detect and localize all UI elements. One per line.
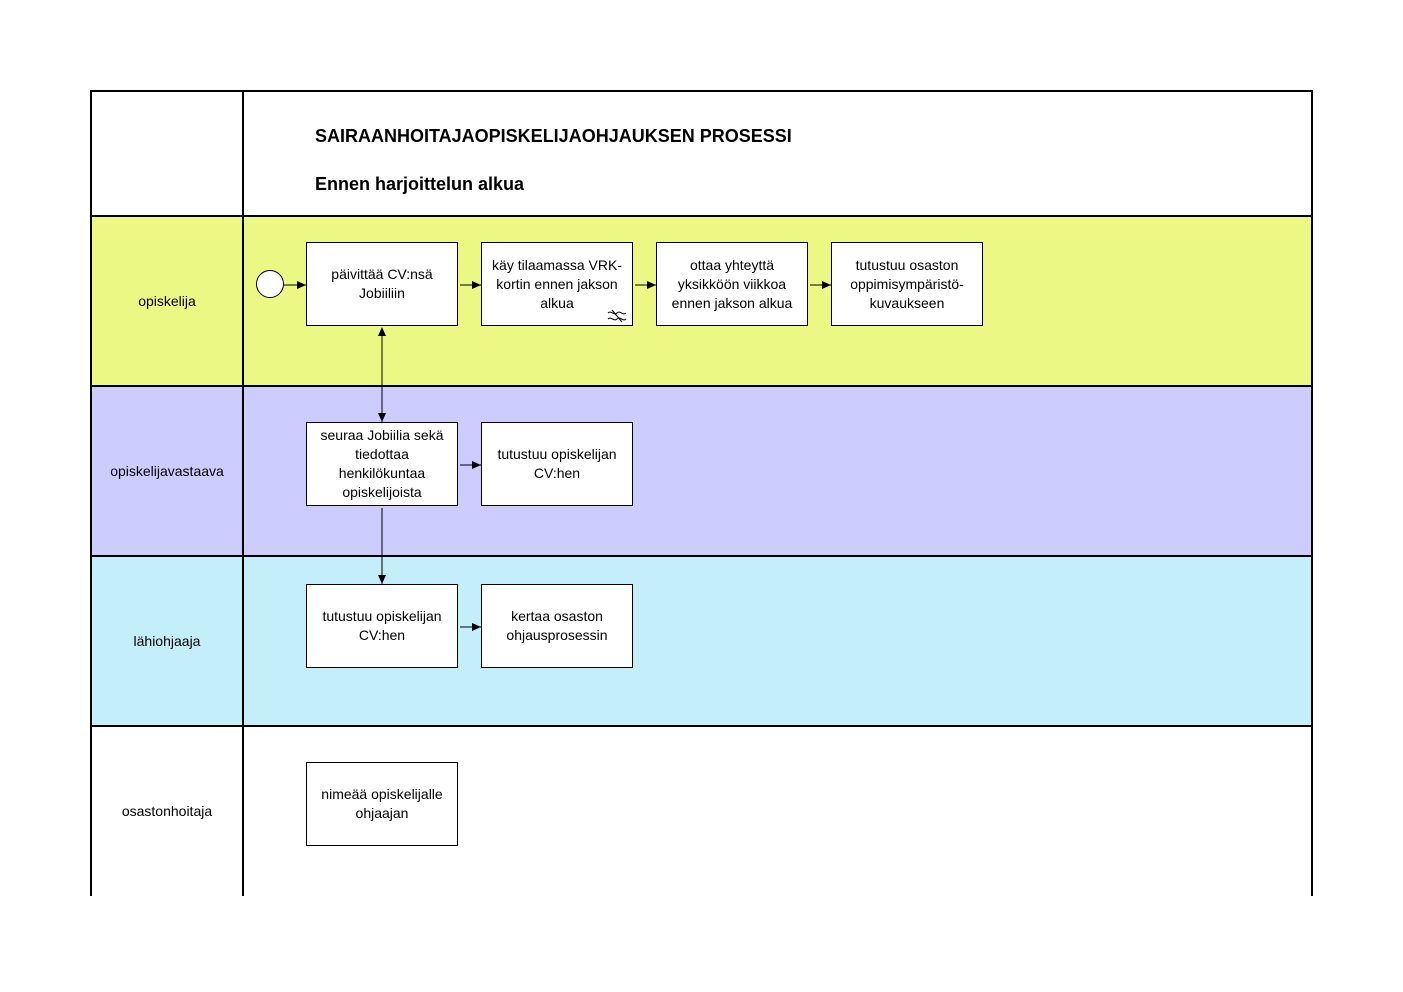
task-ottaa-yhteytta: ottaa yhteyttä yksikköön viikkoa ennen j… (656, 242, 808, 326)
task-paivittaa-cv: päivittää CV:nsä Jobiiliin (306, 242, 458, 326)
border-top (91, 90, 1313, 92)
lane-label-lahiohjaaja: lähiohjaaja (133, 633, 201, 649)
task-kertaa-ohjausprosessi: kertaa osaston ohjausprosessin (481, 584, 633, 668)
task-label: tutustuu opiskelijan CV:hen (497, 446, 617, 481)
ad-hoc-marker-icon (607, 309, 627, 323)
border-left (90, 90, 92, 896)
lane-label-opiskelijavastaava: opiskelijavastaava (110, 463, 224, 479)
diagram-subtitle: Ennen harjoittelun alkua (315, 174, 525, 194)
task-seuraa-jobiilia: seuraa Jobiilia sekä tiedottaa henkilöku… (306, 422, 458, 506)
divider-lane-3 (91, 725, 1313, 727)
task-label: nimeää opiskelijalle ohjaajan (321, 786, 443, 821)
task-tutustuu-cv-ohjaaja: tutustuu opiskelijan CV:hen (306, 584, 458, 668)
divider-lane-1 (91, 385, 1313, 387)
lane-label-opiskelija: opiskelija (138, 293, 196, 309)
task-label: kertaa osaston ohjausprosessin (506, 608, 608, 643)
task-label: tutustuu osaston oppimisympäristö-kuvauk… (850, 256, 964, 311)
divider-lane-2 (91, 555, 1313, 557)
border-right (1311, 90, 1313, 896)
task-nimeaa-ohjaaja: nimeää opiskelijalle ohjaajan (306, 762, 458, 846)
task-label: tutustuu opiskelijan CV:hen (322, 608, 442, 643)
task-vrk-kortti: käy tilaamassa VRK-kortin ennen jakson a… (481, 242, 633, 326)
task-tutustuu-cv-vastaava: tutustuu opiskelijan CV:hen (481, 422, 633, 506)
task-tutustuu-oppimisymparisto: tutustuu osaston oppimisympäristö-kuvauk… (831, 242, 983, 326)
task-label: ottaa yhteyttä yksikköön viikkoa ennen j… (671, 256, 793, 311)
lane-opiskelijavastaava-bg (91, 386, 1312, 556)
diagram-title: SAIRAANHOITAJAOPISKELIJAOHJAUKSEN PROSES… (315, 126, 792, 146)
task-label: käy tilaamassa VRK-kortin ennen jakson a… (492, 256, 622, 311)
lane-lahiohjaaja-bg (91, 556, 1312, 726)
start-event (256, 270, 284, 298)
divider-label-column (242, 90, 244, 896)
task-label: päivittää CV:nsä Jobiiliin (331, 266, 433, 301)
task-label: seuraa Jobiilia sekä tiedottaa henkilöku… (320, 427, 444, 500)
lane-label-osastonhoitaja: osastonhoitaja (121, 803, 213, 819)
divider-header (91, 215, 1313, 217)
